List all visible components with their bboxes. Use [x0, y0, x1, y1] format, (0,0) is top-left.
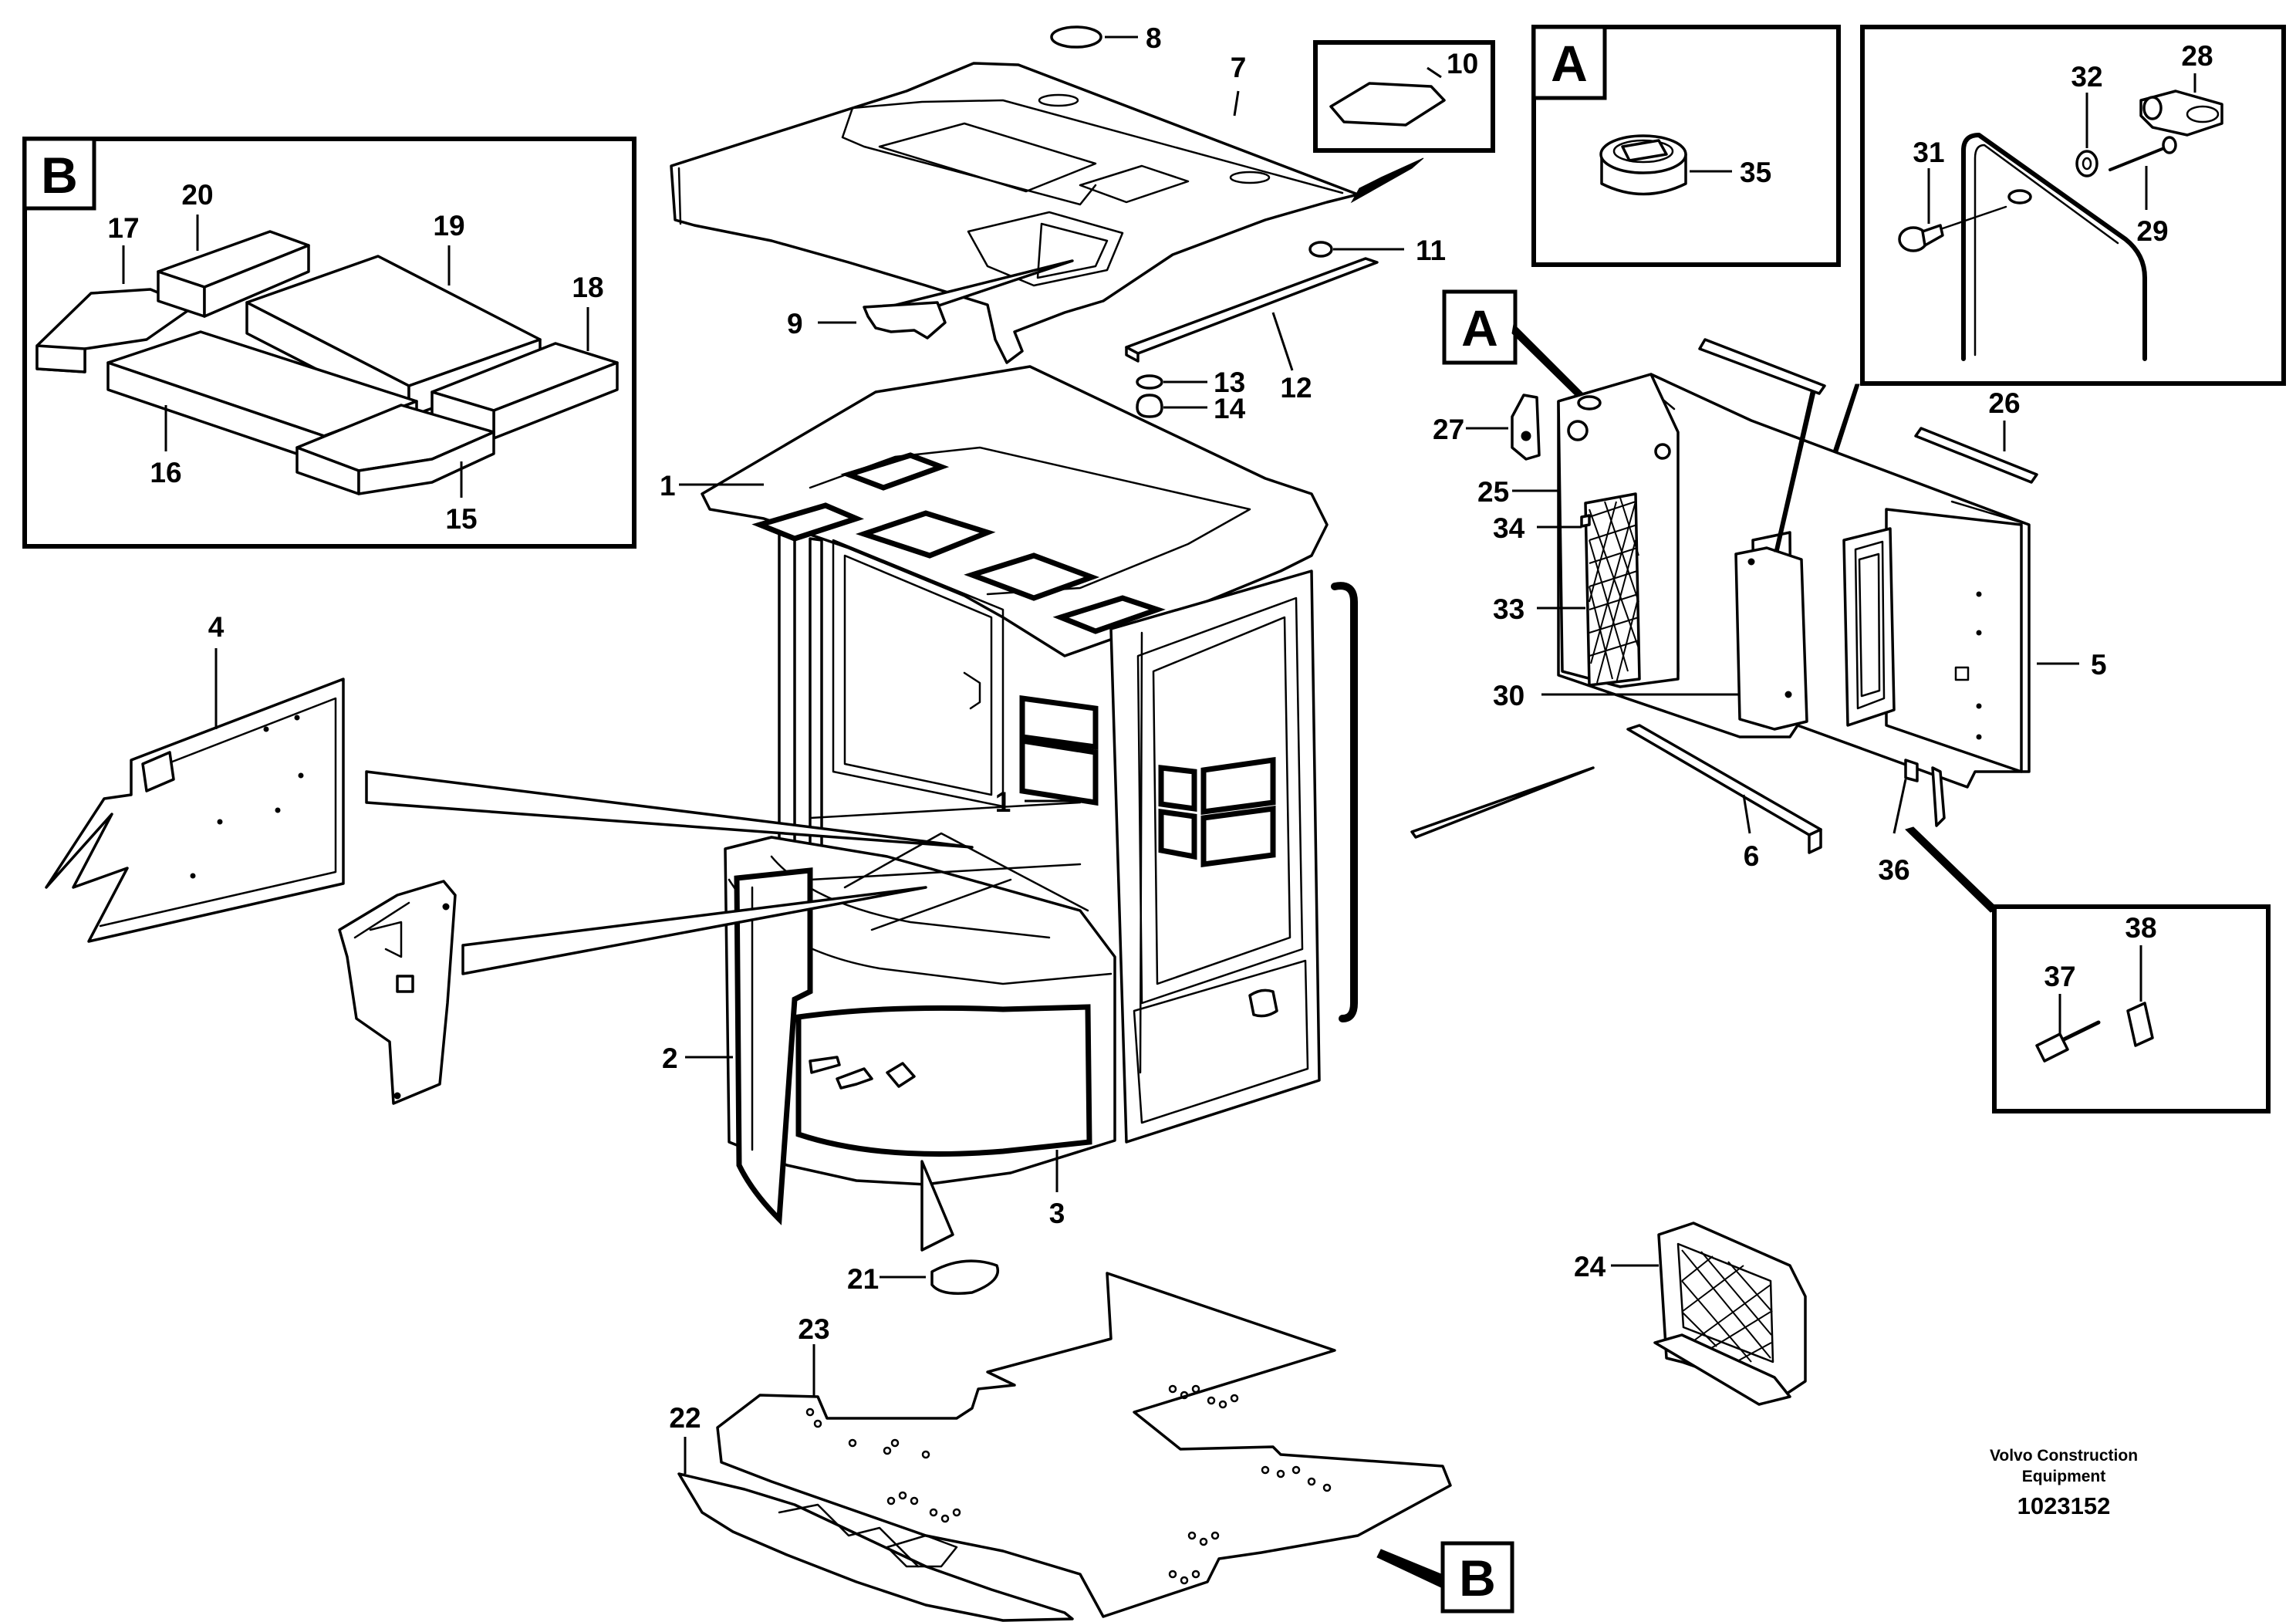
- callout-38: 38: [2125, 912, 2156, 944]
- part-8-plug: 8: [1050, 22, 1162, 54]
- pointer-bracket: [461, 886, 927, 975]
- callout-13: 13: [1214, 367, 1245, 398]
- part-29-screw: 29: [2109, 136, 2177, 247]
- footer-company-line2: Equipment: [2022, 1468, 2106, 1485]
- detail-box-a-label: A: [1551, 35, 1588, 92]
- part-9-clip: 9: [787, 301, 947, 340]
- callout-24: 24: [1574, 1251, 1606, 1282]
- callout-26: 26: [1988, 387, 2020, 419]
- callout-34: 34: [1493, 512, 1525, 544]
- pointer-4: [365, 770, 974, 849]
- callout-6: 6: [1744, 840, 1760, 872]
- part-12-seal-strip: 12: [1125, 257, 1379, 404]
- section-a-reference: A: [1442, 289, 1592, 408]
- section-b-ref-label: B: [1459, 1549, 1496, 1607]
- part-30-cover-plate: 30: [1493, 546, 1808, 731]
- callout-14: 14: [1214, 393, 1246, 424]
- drawing-footer: Volvo Construction Equipment 1023152: [1990, 1447, 2138, 1519]
- part-21-cover: 21: [847, 1259, 999, 1295]
- callout-20: 20: [181, 179, 213, 211]
- insulation-mat-20: [157, 230, 310, 318]
- callout-15: 15: [445, 503, 477, 535]
- callout-16: 16: [150, 457, 181, 488]
- part-24-vent-grille: 24: [1574, 1222, 1807, 1406]
- detail-box-screws: 37 38: [1905, 826, 2271, 1113]
- callout-36: 36: [1878, 854, 1909, 886]
- callout-37: 37: [2044, 961, 2075, 992]
- part-21-pointer: [920, 1160, 954, 1252]
- part-26-seal: 26: [1698, 338, 2038, 484]
- part-37-screw: 37: [2035, 961, 2101, 1063]
- detail-box-b-tag: [22, 137, 96, 211]
- callout-35: 35: [1740, 157, 1771, 188]
- part-2-curved-panel: 2: [662, 867, 813, 1225]
- part-22-front-mat: 22: [669, 1402, 1074, 1622]
- part-13-washer: 13: [1136, 367, 1245, 398]
- callout-8: 8: [1146, 22, 1162, 54]
- detail-box-a-tag: [1531, 25, 1607, 100]
- callout-32: 32: [2071, 61, 2102, 93]
- section-b-ref-box: [1440, 1541, 1514, 1614]
- part-33-grille: 33: [1493, 492, 1641, 687]
- callout-2: 2: [662, 1042, 678, 1074]
- callout-27: 27: [1433, 414, 1464, 445]
- callout-1-roof: 1: [660, 470, 676, 502]
- callout-18: 18: [572, 272, 603, 303]
- callout-4: 4: [208, 611, 225, 643]
- part-14-cap: 14: [1136, 393, 1246, 424]
- section-b-reference: B: [1376, 1541, 1514, 1614]
- section-a-ref-label: A: [1461, 299, 1498, 357]
- insulation-mat-15: [295, 404, 495, 495]
- part-31-push-rivet: 31: [1898, 137, 2007, 252]
- callout-19: 19: [433, 210, 464, 242]
- part-35-grommet: [1599, 134, 1687, 196]
- part-7-roof-panel: 7: [670, 52, 1359, 364]
- callout-5: 5: [2091, 649, 2107, 681]
- detail-box-fasteners-frame: [1860, 25, 2286, 386]
- part-11-nut: 11: [1308, 235, 1446, 266]
- callout-29: 29: [2136, 215, 2168, 247]
- part-3-front-panel: 3: [795, 1004, 1092, 1229]
- bracket-part: [338, 880, 457, 1105]
- callout-22: 22: [669, 1402, 701, 1434]
- callout-11: 11: [1416, 235, 1446, 266]
- part-34-label: 34: [1493, 512, 1591, 544]
- callout-33: 33: [1493, 593, 1524, 625]
- part-4-side-panel: 4: [45, 611, 345, 943]
- part-38-nut-clip: 38: [2125, 912, 2157, 1047]
- callout-25: 25: [1477, 476, 1509, 508]
- part-27-bracket: 27: [1433, 394, 1541, 461]
- part-32-washer: 32: [2071, 61, 2103, 177]
- callout-10: 10: [1447, 48, 1478, 79]
- callout-7: 7: [1231, 52, 1247, 83]
- callout-3: 3: [1049, 1198, 1065, 1229]
- detail-box-a: A 35: [1531, 25, 1841, 267]
- callout-30: 30: [1493, 680, 1524, 711]
- callout-1-side: 1: [995, 786, 1011, 818]
- part-23-floor-plate: 23: [716, 1272, 1452, 1618]
- glazing-rear: 1: [995, 694, 1276, 867]
- footer-drawing-number: 1023152: [2017, 1492, 2111, 1519]
- detail-box-b: B 17: [22, 137, 636, 549]
- detail-box-b-label: B: [41, 147, 78, 204]
- callout-31: 31: [1913, 137, 1944, 168]
- callout-28: 28: [2181, 40, 2213, 72]
- callout-12: 12: [1280, 372, 1312, 404]
- callout-17: 17: [107, 212, 139, 244]
- glazing-roof: 1: [660, 452, 1166, 634]
- callout-9: 9: [787, 308, 803, 340]
- part-28-clamp: 28: [2139, 40, 2223, 137]
- callout-23: 23: [798, 1313, 829, 1345]
- insulation-mat-17: [35, 288, 194, 373]
- floor-holes: [805, 1384, 1332, 1585]
- detail-box-fasteners: 31 32 29 28: [1803, 25, 2286, 541]
- callout-21: 21: [847, 1263, 879, 1295]
- footer-company-line1: Volvo Construction: [1990, 1447, 2138, 1465]
- detail-box-10: 10: [1313, 40, 1495, 204]
- part-6-seal-strip: 6: [1626, 724, 1822, 872]
- pointer-rear-panel: [1410, 766, 1595, 839]
